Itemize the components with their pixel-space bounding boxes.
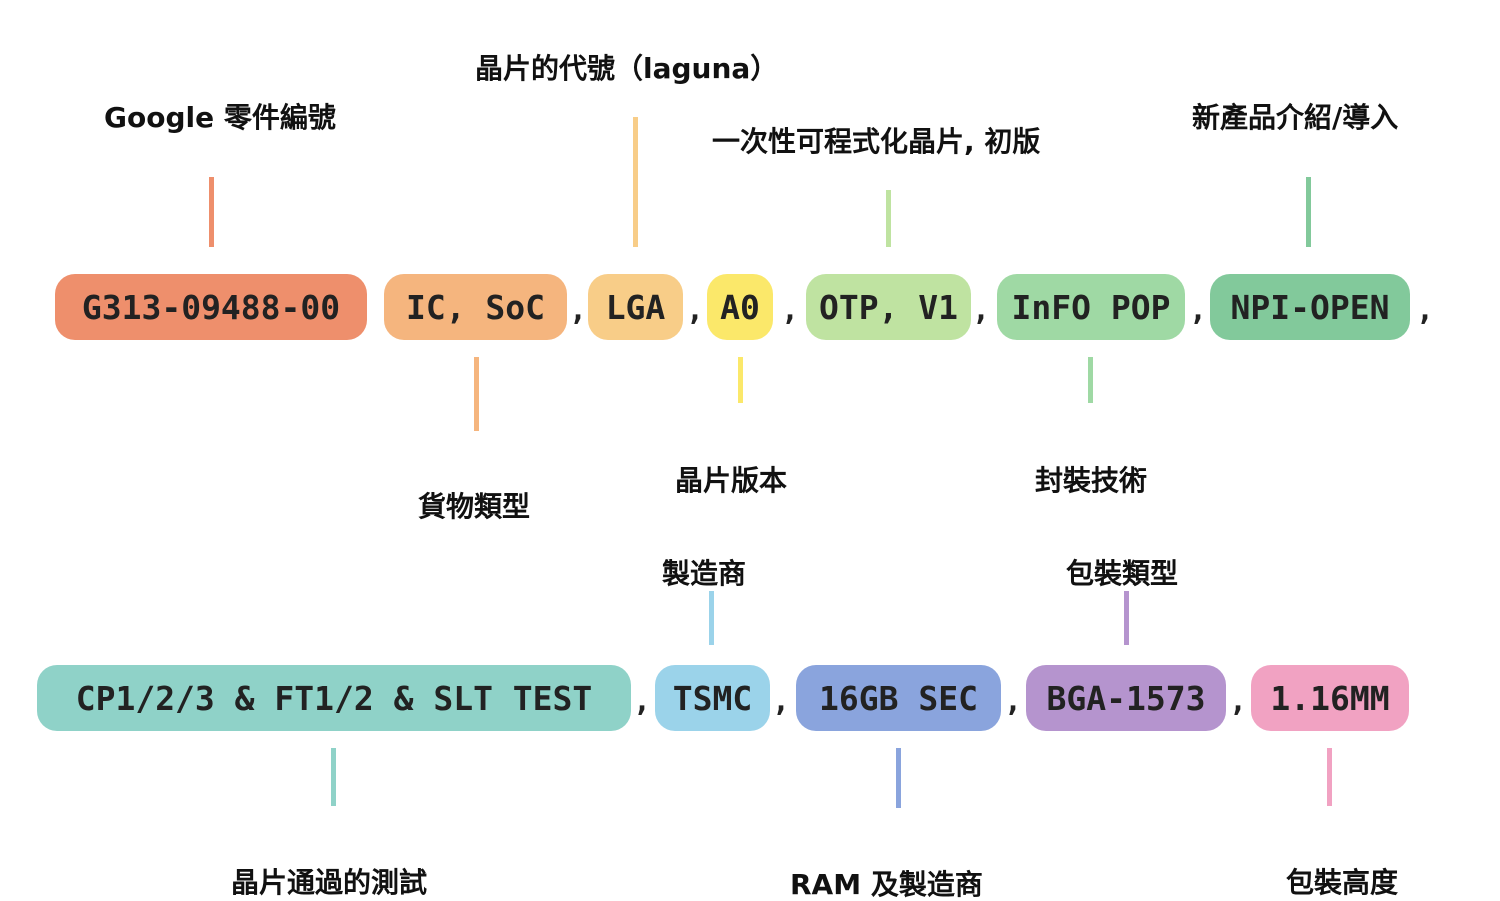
label-manufacturer: 製造商 [662,557,747,590]
connector-line [1327,748,1332,806]
connector-line [1124,591,1129,645]
connector-line [1088,357,1093,403]
segment-chip-codename: LGA [588,274,683,340]
connector-line [1306,177,1311,247]
label-chip-codename: 晶片的代號（laguna） [475,52,779,85]
separator-comma: , [686,293,705,328]
label-packaging-tech: 封裝技術 [1035,464,1148,497]
label-google-part-number: Google 零件編號 [104,101,336,134]
separator-comma: , [1004,684,1023,719]
label-ram: RAM 及製造商 [790,868,983,901]
segment-ram: 16GB SEC [796,665,1001,731]
label-goods-type: 貨物類型 [418,490,531,523]
separator-comma: , [1416,293,1435,328]
segment-package-type: BGA-1573 [1026,665,1226,731]
segment-goods-type: IC, SoC [384,274,567,340]
separator-comma: , [569,293,588,328]
connector-line [633,117,638,247]
connector-line [738,357,743,403]
segment-manufacturer: TSMC [655,665,770,731]
connector-line [896,748,901,808]
connector-line [331,748,336,806]
segment-otp-version: OTP, V1 [806,274,971,340]
separator-comma: , [633,684,652,719]
segment-tests: CP1/2/3 & FT1/2 & SLT TEST [37,665,631,731]
label-tests: 晶片通過的測試 [231,866,428,899]
label-otp: 一次性可程式化晶片, 初版 [712,125,1041,158]
connector-line [209,177,214,247]
separator-comma: , [972,293,991,328]
separator-comma: , [781,293,800,328]
segment-packaging-tech: InFO POP [997,274,1185,340]
segment-npi: NPI-OPEN [1210,274,1410,340]
connector-line [886,190,891,247]
label-chip-version: 晶片版本 [675,464,788,497]
segment-chip-version: A0 [707,274,773,340]
label-package-height: 包裝高度 [1286,866,1399,899]
connector-line [709,591,714,645]
label-package-type: 包裝類型 [1066,557,1179,590]
segment-part-number: G313-09488-00 [55,274,367,340]
separator-comma: , [1229,684,1248,719]
separator-comma: , [772,684,791,719]
label-npi: 新產品介紹/導入 [1192,101,1399,134]
segment-package-height: 1.16MM [1251,665,1409,731]
separator-comma: , [1189,293,1208,328]
connector-line [474,357,479,431]
